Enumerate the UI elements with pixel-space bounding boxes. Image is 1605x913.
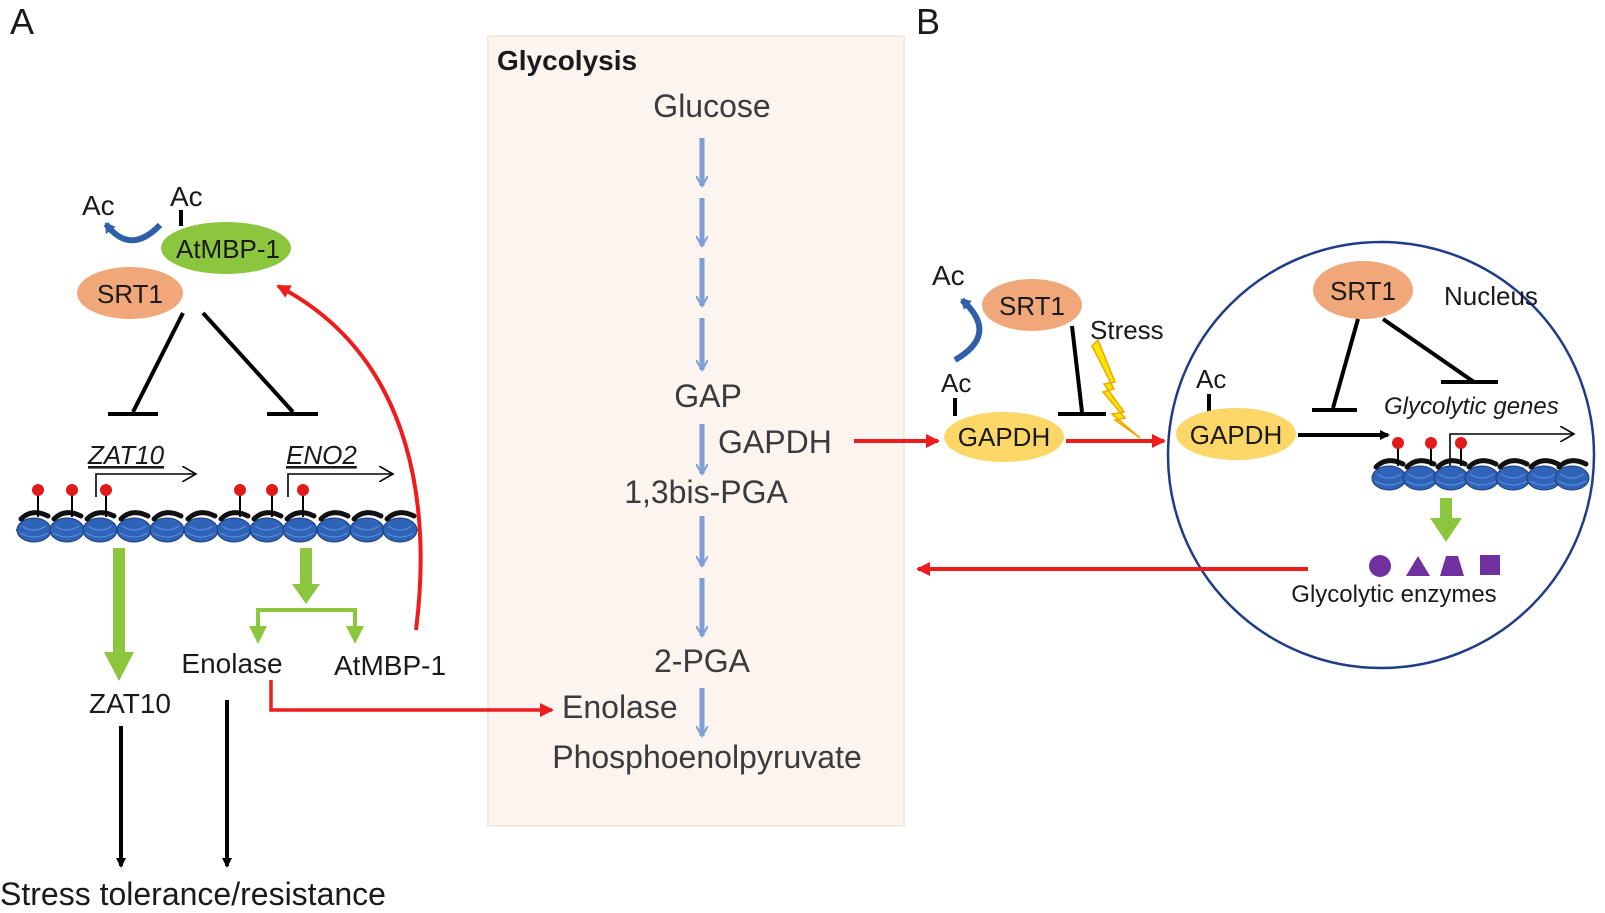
zat10-product-label: ZAT10: [89, 688, 171, 719]
srt1-inhibition-lines-b: [1312, 317, 1498, 412]
enzyme-square-icon: [1480, 555, 1500, 575]
zat10-expression-arrow: [104, 548, 134, 681]
panel-label-b: B: [916, 1, 940, 42]
atmbp1-protein: [161, 222, 291, 274]
nucleus-membrane: [1166, 240, 1596, 670]
eno2-tss-arrow: [287, 474, 393, 497]
glycolytic-genes-label: Glycolytic genes: [1384, 393, 1559, 420]
deacetylation-arrow-a: [103, 222, 163, 244]
zat10-gene-label: ZAT10: [87, 440, 165, 470]
atmbp1-label: AtMBP-1: [176, 234, 280, 264]
atmbp1-feedback-arrow: [276, 284, 423, 631]
srt1-label-b: SRT1: [999, 291, 1065, 321]
glycolysis-enolase-label: Enolase: [562, 689, 678, 725]
enzyme-trapezoid-icon: [1440, 556, 1464, 576]
srt1-protein-nuclear: [1313, 261, 1413, 319]
srt1-inhibit-gapdh-line: [1070, 325, 1084, 413]
gapdh-protein-nuclear: [1176, 408, 1296, 460]
acetylation-marks-b: [1392, 437, 1467, 466]
chromatin-nucleosomes-b: [1372, 461, 1589, 490]
glycolysis-box: [487, 35, 905, 827]
genes-expression-arrow: [1430, 498, 1462, 542]
srt1-label-a: SRT1: [97, 279, 163, 309]
panel-label-a: A: [10, 1, 34, 42]
gapdh-protein-b: [944, 412, 1064, 462]
ac-bound-a: Ac: [170, 181, 203, 212]
glycolysis-title: Glycolysis: [497, 45, 637, 76]
deacetylation-arrow-b: [953, 297, 983, 363]
enzyme-circle-icon: [1369, 555, 1391, 577]
atmbp1-product-label: AtMBP-1: [334, 650, 446, 681]
glucose-label: Glucose: [653, 88, 770, 124]
lightning-icon: [1091, 338, 1141, 439]
gapdh-label-nuclear: GAPDH: [1190, 420, 1282, 450]
enolase-product-label: Enolase: [181, 648, 282, 679]
eno2-gene-label: ENO2: [286, 440, 357, 470]
stress-tolerance-label: Stress tolerance/resistance: [0, 876, 386, 912]
pep-label: Phosphoenolpyruvate: [552, 739, 862, 775]
ac-bound-b: Ac: [941, 368, 971, 398]
srt1-protein-b: [982, 279, 1082, 331]
zat10-tss-arrow: [95, 474, 196, 497]
ac-free-b: Ac: [932, 260, 965, 291]
stress-label: Stress: [1090, 315, 1164, 345]
enzyme-triangle-icon: [1406, 556, 1430, 576]
enolase-to-glycolysis-arrow: [269, 680, 554, 717]
srt1-protein-a: [77, 267, 183, 319]
glycolysis-gapdh-label: GAPDH: [718, 424, 832, 460]
panel-b: Ac SRT1 Stress Ac GAPDH Nucleus SRT1 Ac …: [854, 240, 1596, 670]
glycolytic-enzyme-shapes: [1369, 555, 1500, 577]
ac-nuclear: Ac: [1196, 364, 1226, 394]
srt1-inhibition-lines-a: [108, 311, 318, 416]
chromatin-nucleosomes-a: [17, 513, 417, 542]
bispga-label: 1,3bis-PGA: [624, 474, 788, 510]
gapdh-label-b: GAPDH: [958, 422, 1050, 452]
nucleus-label: Nucleus: [1444, 281, 1538, 311]
ac-free-a: Ac: [82, 190, 115, 221]
gap-label: GAP: [674, 378, 742, 414]
eno2-expression-arrow: [249, 548, 364, 644]
glycolytic-enzymes-label: Glycolytic enzymes: [1291, 581, 1496, 608]
srt1-label-nuclear: SRT1: [1330, 276, 1396, 306]
panel-a: Ac Ac AtMBP-1 SRT1 ZAT10 ENO2: [0, 181, 554, 912]
acetylation-marks-a: [32, 484, 309, 517]
pga2-label: 2-PGA: [654, 643, 751, 679]
